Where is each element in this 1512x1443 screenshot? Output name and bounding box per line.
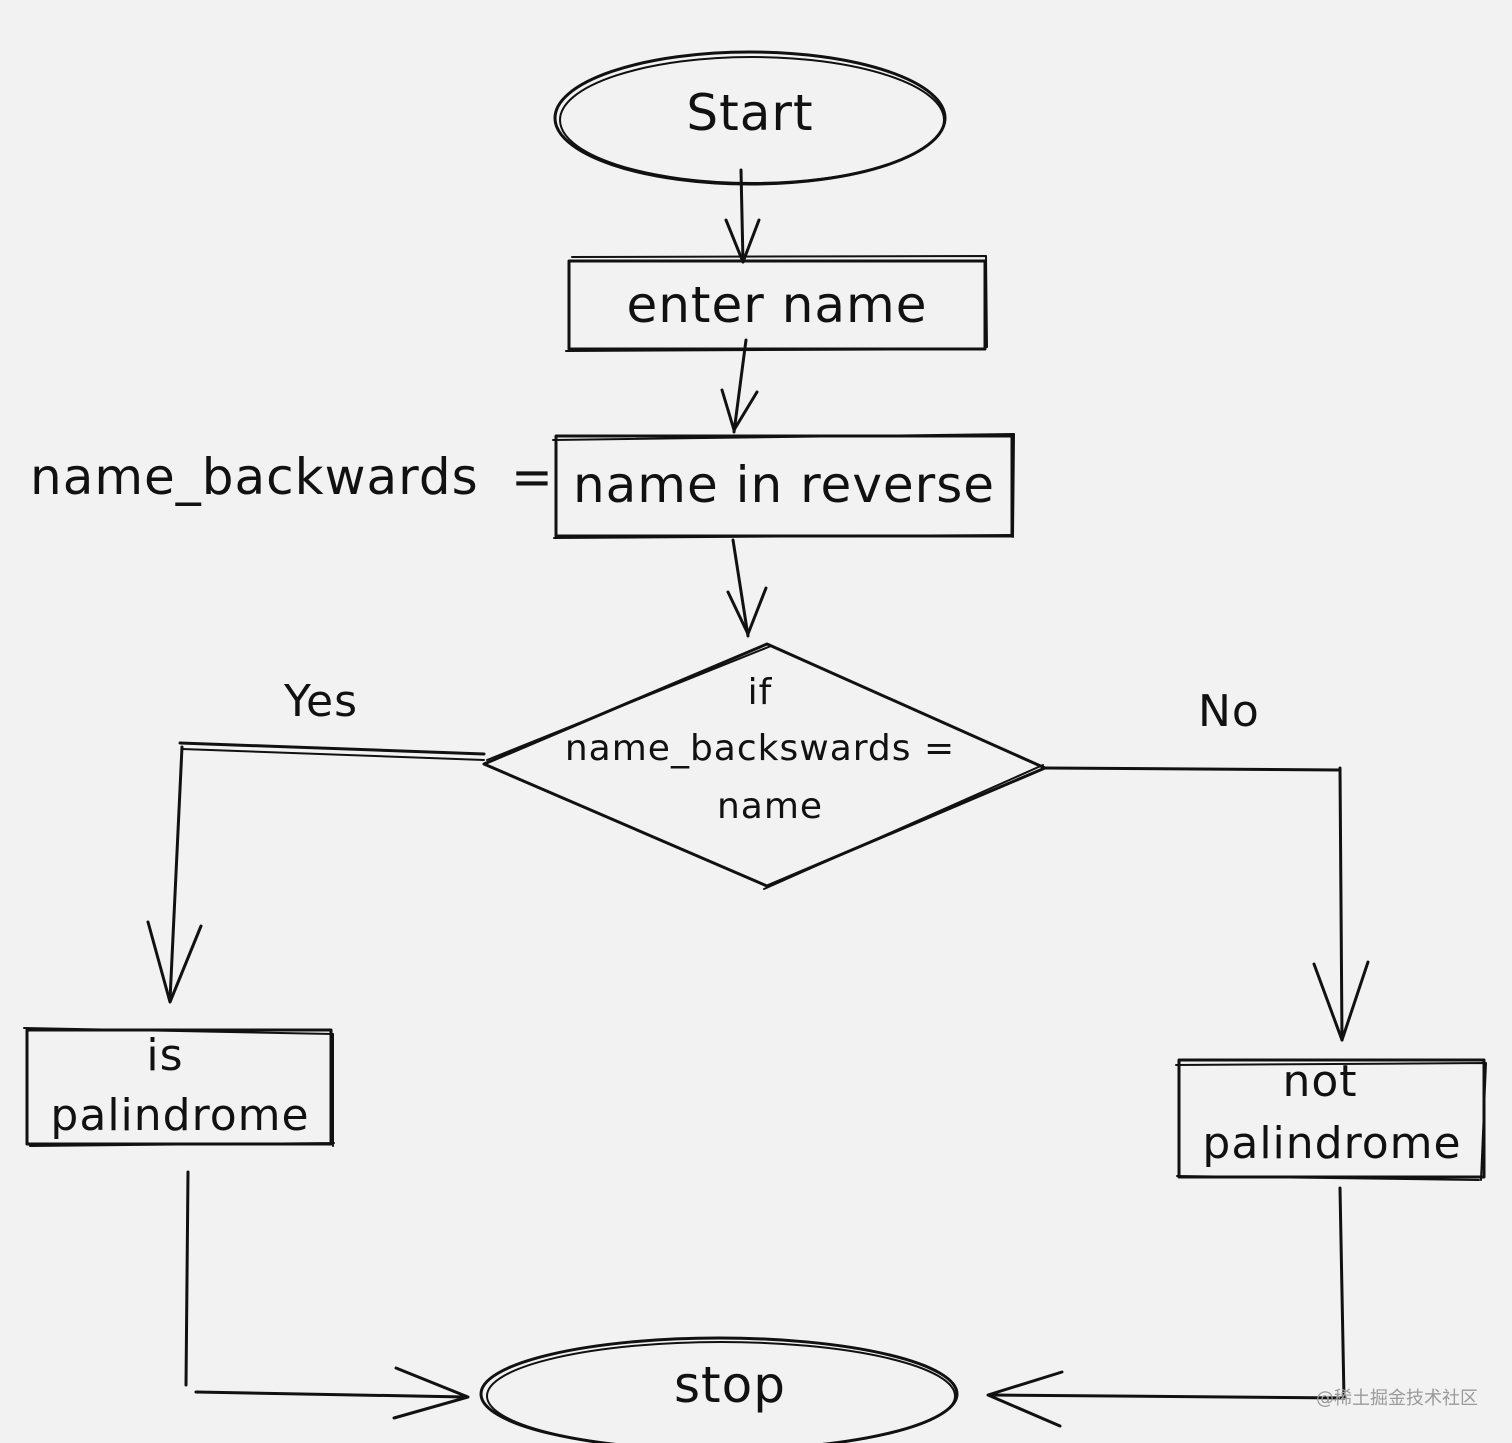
arrow-enter-to-reverse — [720, 338, 759, 434]
stop-node-shape — [479, 1336, 959, 1443]
yes-edge-label: Yes — [284, 676, 359, 727]
arrow-no-to-stop — [986, 1186, 1346, 1428]
watermark-text: @稀土掘金技术社区 — [1316, 1388, 1478, 1409]
assign-variable-label: name_backwards — [30, 448, 479, 506]
arrow-yes-to-stop — [184, 1170, 470, 1420]
start-node-label: Start — [686, 84, 814, 142]
reverse-box-shape — [552, 433, 1015, 539]
enter-name-label: enter name — [626, 276, 928, 334]
arrow-reverse-to-decision — [726, 538, 768, 638]
decision-label-line3: name — [716, 786, 824, 827]
decision-label-line1: if — [747, 672, 773, 713]
assign-equals-label: = — [511, 448, 554, 506]
yes-box-label-line1: is — [146, 1030, 184, 1081]
no-box-label-line2: palindrome — [1202, 1118, 1462, 1169]
yes-box-shape — [23, 1027, 335, 1147]
no-edge-label: No — [1198, 686, 1260, 737]
decision-label-line2: name_backswards = — [564, 728, 956, 769]
stop-node-label: stop — [674, 1356, 786, 1414]
enter-name-shape — [565, 255, 988, 352]
yes-branch-line — [146, 741, 486, 1004]
no-box-shape — [1175, 1058, 1487, 1181]
yes-box-label-line2: palindrome — [50, 1090, 310, 1141]
no-branch-line — [1043, 766, 1370, 1042]
start-node-shape — [553, 50, 947, 186]
reverse-box-label: name in reverse — [572, 456, 996, 514]
no-box-label-line1: not — [1282, 1056, 1358, 1107]
